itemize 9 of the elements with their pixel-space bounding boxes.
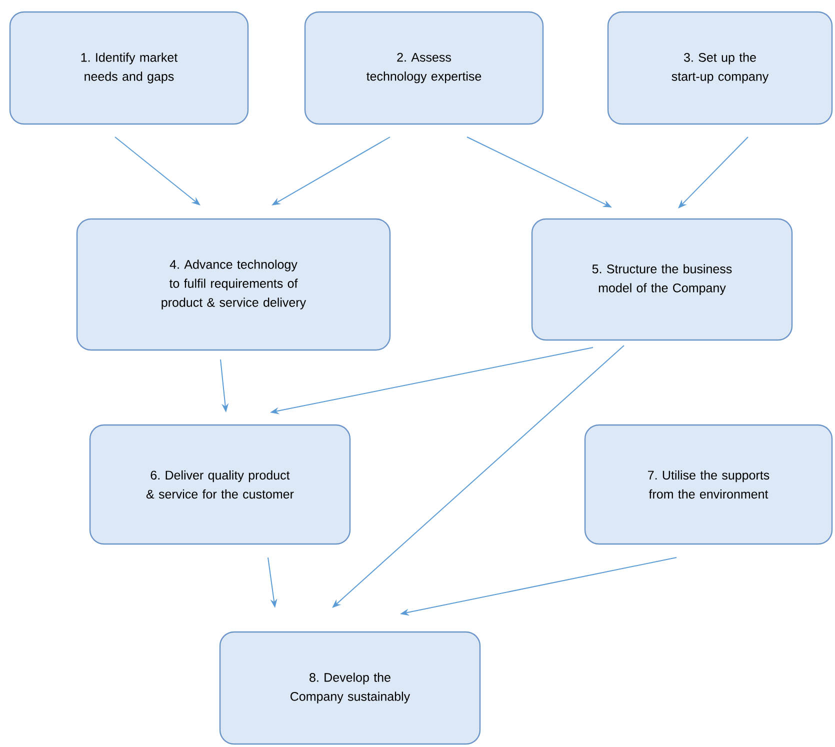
- process-box: 7. Utilise the supports from the environment: [584, 424, 833, 545]
- process-box: 6. Deliver quality product & service for the customer: [89, 424, 351, 545]
- process-box: 3. Set up the start-up company: [607, 11, 833, 125]
- process-box: 5. Structure the business model of the Company: [531, 218, 793, 341]
- process-box: 4. Advance technology to fulfil requirements of product & service delivery: [76, 218, 391, 351]
- process-box: 2. Assess technology expertise: [304, 11, 544, 125]
- process-box: 1. Identify market needs and gaps: [9, 11, 249, 125]
- arrow: [678, 136, 748, 208]
- process-box: 8. Develop the Company sustainably: [219, 631, 481, 745]
